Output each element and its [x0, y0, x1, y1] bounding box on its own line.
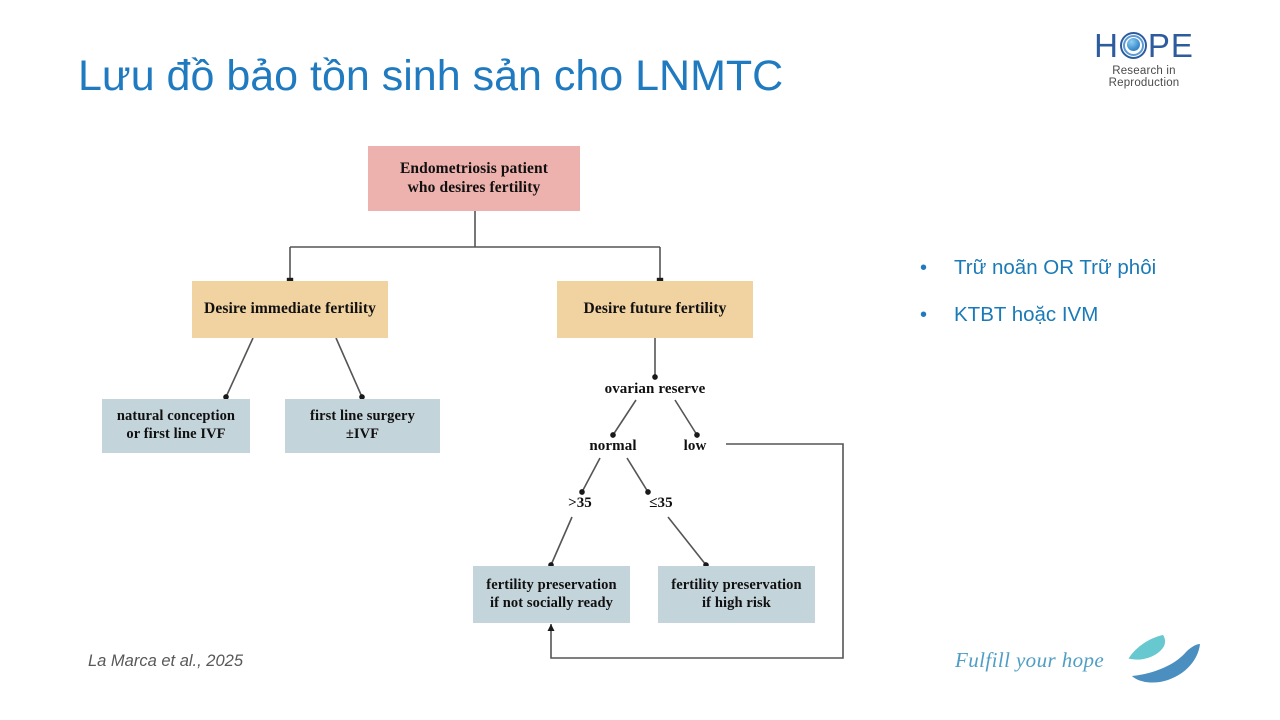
list-item[interactable]: • KTBT hoặc IVM	[920, 302, 1250, 328]
eye-icon	[1119, 31, 1147, 59]
hope-letter-h: H	[1094, 26, 1119, 64]
flow-node-normal-label: normal	[589, 437, 637, 454]
bullet-list: • Trữ noãn OR Trữ phôi • KTBT hoặc IVM	[920, 255, 1250, 349]
flow-node-ovarian-reserve-label: ovarian reserve	[604, 380, 706, 397]
flow-node-low-label: low	[683, 437, 707, 454]
flow-node-desire-future-fertility[interactable]: Desire future fertility	[557, 281, 753, 338]
flow-node-future-label: Desire future fertility	[583, 300, 727, 318]
flow-node-surgery-label: first line surgery±IVF	[310, 408, 415, 442]
flow-node-under-35[interactable]: ≤35	[637, 492, 685, 514]
page-title: Lưu đồ bảo tồn sinh sản cho LNMTC	[78, 52, 784, 100]
petal-logo-icon	[1128, 635, 1200, 683]
flow-node-immediate-label: Desire immediate fertility	[204, 300, 376, 318]
flow-node-desire-immediate-fertility[interactable]: Desire immediate fertility	[192, 281, 388, 338]
bullet-text-1: Trữ noãn OR Trữ phôi	[954, 256, 1157, 279]
hope-logo: H PE Research in Reproduction	[1080, 28, 1208, 90]
footer-tagline: Fulfill your hope	[955, 648, 1105, 672]
bullet-marker-icon: •	[920, 304, 928, 326]
list-item[interactable]: • Trữ noãn OR Trữ phôi	[920, 255, 1250, 281]
flow-node-first-line-surgery[interactable]: first line surgery±IVF	[285, 399, 440, 453]
bullet-marker-icon: •	[920, 257, 928, 279]
flow-node-over-35[interactable]: >35	[556, 492, 604, 514]
flow-node-low[interactable]: low	[669, 435, 721, 457]
hope-wordmark: H PE	[1080, 28, 1208, 62]
flow-node-ovarian-reserve[interactable]: ovarian reserve	[585, 378, 725, 400]
flow-node-under-35-label: ≤35	[649, 494, 673, 511]
flow-node-normal[interactable]: normal	[573, 435, 653, 457]
hope-tagline: Research in Reproduction	[1108, 65, 1180, 89]
bullet-text-2: KTBT hoặc IVM	[954, 303, 1099, 326]
citation: La Marca et al., 2025	[88, 652, 244, 670]
hope-letters-pe: PE	[1147, 26, 1194, 64]
flow-node-over-35-label: >35	[568, 494, 592, 511]
